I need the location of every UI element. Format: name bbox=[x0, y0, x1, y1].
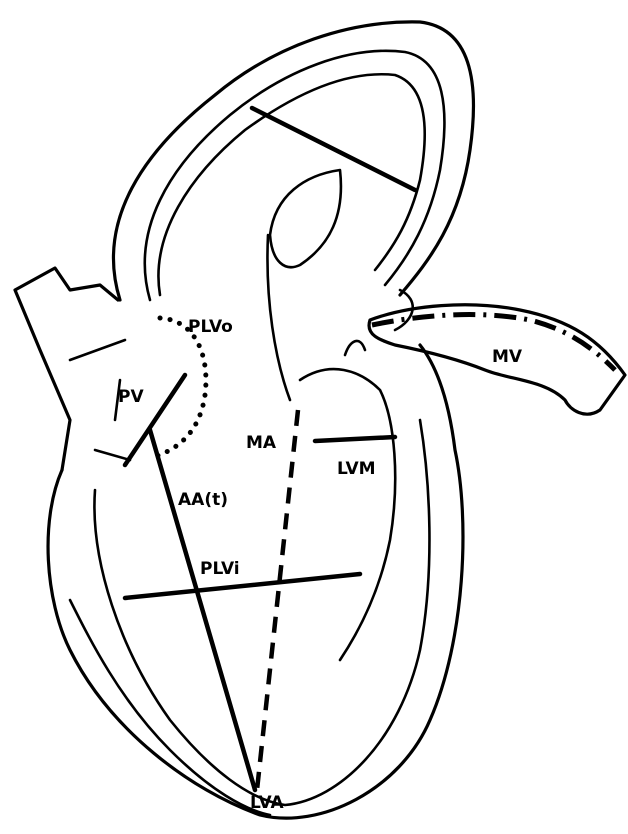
label-mv: MV bbox=[492, 347, 523, 367]
lvm-line bbox=[315, 437, 395, 441]
label-pv: PV bbox=[118, 387, 144, 407]
label-plvo: PLVo bbox=[188, 317, 233, 337]
label-ma: MA bbox=[246, 433, 277, 453]
label-lva: LVA bbox=[250, 793, 284, 813]
aortic-arch-inner bbox=[145, 51, 445, 300]
plvi-line bbox=[125, 574, 360, 598]
right-ventricle-wall bbox=[70, 600, 270, 815]
label-plvi: PLVi bbox=[200, 559, 240, 579]
pulmonary-trunk bbox=[15, 268, 118, 470]
aortic-root bbox=[270, 170, 341, 267]
lv-cavity-wall bbox=[300, 369, 395, 660]
aortic-arch-outer bbox=[113, 22, 473, 300]
apex-line bbox=[252, 108, 415, 190]
label-aa: AA(t) bbox=[178, 490, 228, 510]
ma-line bbox=[257, 410, 298, 790]
heart-outer-contour bbox=[48, 345, 463, 818]
aa-line bbox=[150, 430, 255, 790]
label-lvm: LVM bbox=[337, 459, 376, 479]
